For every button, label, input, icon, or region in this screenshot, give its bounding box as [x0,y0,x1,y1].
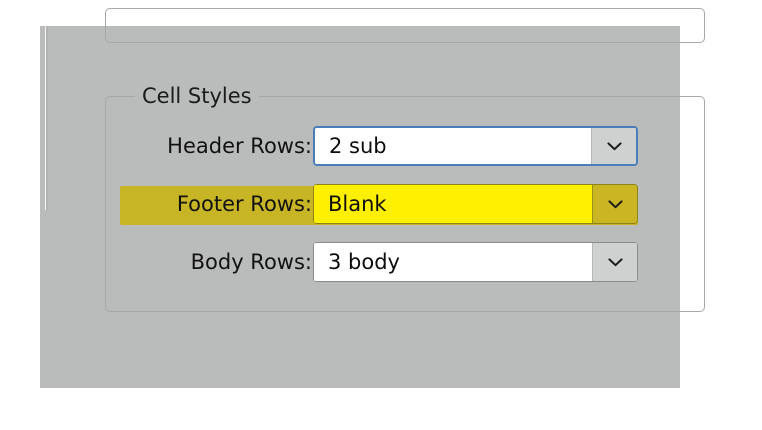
body-rows-dropdown-button[interactable] [592,243,637,281]
cell-styles-group-label: Cell Styles [135,82,259,110]
sidebar-divider [45,26,48,210]
header-rows-value: 2 sub [315,128,591,164]
header-rows-combobox[interactable]: 2 sub [313,126,638,166]
body-rows-label: Body Rows: [190,250,312,274]
chevron-down-icon [607,199,623,208]
row-header-rows: Header Rows: 2 sub [40,126,680,166]
chevron-down-icon [607,257,623,266]
body-rows-value: 3 body [314,243,592,281]
row-body-rows: Body Rows: 3 body [40,242,680,282]
footer-rows-label: Footer Rows: [176,192,312,216]
settings-dialog-panel: Cell Styles Header Rows: 2 sub Footer Ro… [40,8,705,388]
footer-rows-value: Blank [314,185,592,223]
body-rows-combobox[interactable]: 3 body [313,242,638,282]
footer-rows-combobox[interactable]: Blank [313,184,638,224]
cell-styles-group-box [105,96,705,312]
footer-rows-dropdown-button[interactable] [592,185,637,223]
chevron-down-icon [606,141,622,150]
row-footer-rows: Footer Rows: Blank [40,184,680,224]
previous-group-box [105,8,705,43]
header-rows-dropdown-button[interactable] [591,128,636,164]
header-rows-label: Header Rows: [167,134,312,158]
